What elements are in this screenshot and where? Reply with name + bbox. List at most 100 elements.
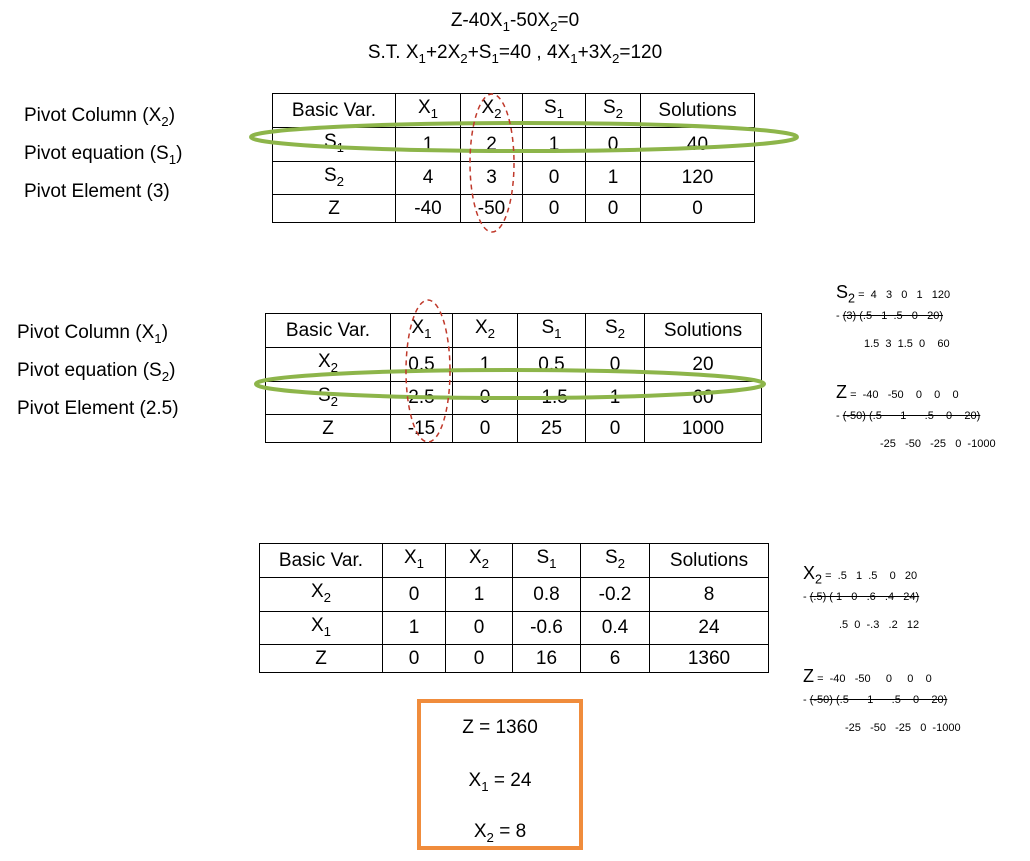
row-operation-note-s2: S2 = 4 3 0 1 120 - (3) (.5 1 .5 0 20) 1.… bbox=[836, 282, 1026, 357]
table-cell: 1 bbox=[452, 346, 518, 382]
table-header-cell: S2 bbox=[585, 93, 641, 128]
table-cell: 0.5 bbox=[517, 346, 586, 382]
table-cell: X2 bbox=[259, 576, 383, 612]
table-cell: X2 bbox=[265, 346, 391, 382]
table-cell: 20 bbox=[644, 346, 762, 382]
table-header-row: Basic Var. X1 X2 S1 S2 Solutions bbox=[272, 93, 755, 128]
table-cell: 0 bbox=[585, 126, 641, 162]
table-cell: -40 bbox=[395, 194, 461, 224]
result-x1: X1 = 24 bbox=[468, 770, 532, 794]
note-equals: = bbox=[858, 289, 865, 301]
table-cell: 0 bbox=[585, 414, 645, 444]
table-header-cell: S1 bbox=[512, 543, 581, 578]
table-header-cell: Solutions bbox=[640, 93, 755, 128]
table-cell: 2 bbox=[460, 126, 523, 162]
row-operation-note-z-1: Z = -40 -50 0 0 0 - (-50) (.5 1 .5 0 20)… bbox=[836, 382, 1026, 457]
table-header-cell: X1 bbox=[390, 313, 453, 348]
pivot-column-label: Pivot Column (X1) bbox=[17, 322, 169, 346]
table-cell: 6 bbox=[580, 644, 650, 674]
table-cell: 0 bbox=[522, 194, 586, 224]
note-equals: = bbox=[817, 673, 824, 685]
note-row-3: 1.5 3 1.5 0 60 bbox=[864, 338, 950, 350]
table-cell: S2 bbox=[272, 160, 396, 196]
table-cell: 0 bbox=[382, 576, 446, 612]
simplex-table-3: Basic Var. X1 X2 S1 S2 Solutions X2 0 1 … bbox=[259, 543, 769, 674]
table-header-cell: S2 bbox=[580, 543, 650, 578]
table-cell: 1 bbox=[585, 380, 645, 416]
iteration-2-labels: Pivot Column (X1) Pivot equation (S2) Pi… bbox=[17, 317, 179, 425]
table-header-cell: S1 bbox=[517, 313, 586, 348]
table-cell: 25 bbox=[517, 414, 586, 444]
note-variable: Z bbox=[836, 382, 847, 402]
table-header-cell: X2 bbox=[445, 543, 513, 578]
note-equals: = bbox=[825, 570, 832, 582]
simplex-table-1: Basic Var. X1 X2 S1 S2 Solutions S1 1 2 … bbox=[272, 93, 755, 224]
table-cell: 0 bbox=[585, 346, 645, 382]
table-row: X1 1 0 -0.6 0.4 24 bbox=[259, 610, 769, 646]
table-cell: 0 bbox=[452, 414, 518, 444]
table-cell: 1 bbox=[445, 576, 513, 612]
note-row-3: -25 -50 -25 0 -1000 bbox=[845, 722, 961, 734]
table-cell: 1 bbox=[382, 610, 446, 646]
note-row-1: 4 3 0 1 120 bbox=[870, 289, 951, 301]
table-cell: 4 bbox=[395, 160, 461, 196]
table-cell: 0 bbox=[522, 160, 586, 196]
note-row-2: (-50) (.5 1 .5 0 20) bbox=[842, 410, 981, 422]
table-cell: Z bbox=[272, 194, 396, 224]
table-header-cell: S1 bbox=[522, 93, 586, 128]
table-header-cell: Basic Var. bbox=[272, 93, 396, 128]
table-cell: Z bbox=[259, 644, 383, 674]
pivot-column-label: Pivot Column (X2) bbox=[24, 105, 176, 129]
table-cell: 0.4 bbox=[580, 610, 650, 646]
table-cell: 0 bbox=[452, 380, 518, 416]
table-row: S2 4 3 0 1 120 bbox=[272, 160, 755, 196]
table-cell: 0.8 bbox=[512, 576, 581, 612]
pivot-equation-label: Pivot equation (S1) bbox=[24, 142, 183, 167]
table-cell: S1 bbox=[272, 126, 396, 162]
table-header-cell: X2 bbox=[452, 313, 518, 348]
table-header-cell: Basic Var. bbox=[259, 543, 383, 578]
table-cell: 0 bbox=[382, 644, 446, 674]
table-header-row: Basic Var. X1 X2 S1 S2 Solutions bbox=[259, 543, 769, 578]
table-row: X2 0 1 0.8 -0.2 8 bbox=[259, 576, 769, 612]
table-cell: 1 bbox=[522, 126, 586, 162]
note-row-1: .5 1 .5 0 20 bbox=[837, 570, 918, 582]
result-z: Z = 1360 bbox=[462, 717, 538, 738]
table-header-cell: Solutions bbox=[644, 313, 762, 348]
table-cell: 1360 bbox=[649, 644, 769, 674]
note-variable: X2 bbox=[803, 563, 823, 587]
table-cell: -0.2 bbox=[580, 576, 650, 612]
note-row-2: (3) (.5 1 .5 0 20) bbox=[842, 310, 943, 322]
table-header-cell: Solutions bbox=[649, 543, 769, 578]
table-cell: 16 bbox=[512, 644, 581, 674]
pivot-element-label: Pivot Element (3) bbox=[24, 180, 170, 202]
table-cell: 2.5 bbox=[390, 380, 453, 416]
note-row-1: -40 -50 0 0 0 bbox=[829, 673, 932, 685]
table-cell: 1 bbox=[585, 160, 641, 196]
table-row: S1 1 2 1 0 40 bbox=[272, 126, 755, 162]
table-cell: -15 bbox=[390, 414, 453, 444]
note-variable: S2 bbox=[836, 282, 856, 306]
table-header-cell: Basic Var. bbox=[265, 313, 391, 348]
row-operation-note-z-2: Z = -40 -50 0 0 0 - (-50) (.5 1 .5 0 20)… bbox=[803, 666, 1003, 741]
table-cell: S2 bbox=[265, 380, 391, 416]
table-cell: 0 bbox=[445, 610, 513, 646]
table-cell: 40 bbox=[640, 126, 755, 162]
note-minus: - bbox=[836, 310, 843, 322]
table-cell: 0 bbox=[445, 644, 513, 674]
table-header-row: Basic Var. X1 X2 S1 S2 Solutions bbox=[265, 313, 762, 348]
table-header-cell: S2 bbox=[585, 313, 645, 348]
table-row: Z -40 -50 0 0 0 bbox=[272, 194, 755, 224]
table-cell: Z bbox=[265, 414, 391, 444]
table-cell: 3 bbox=[460, 160, 523, 196]
table-header-cell: X1 bbox=[382, 543, 446, 578]
result-x2: X2 = 8 bbox=[473, 821, 527, 845]
constraint-equations: S.T. X1+2X2+S1=40 , 4X1+3X2=120 bbox=[367, 42, 663, 66]
note-row-2: (.5) ( 1 0 .6 .4 24) bbox=[809, 591, 920, 603]
note-minus: - bbox=[803, 591, 810, 603]
table-cell: 120 bbox=[640, 160, 755, 196]
note-row-3: .5 0 -.3 .2 12 bbox=[839, 619, 920, 631]
row-operation-note-x2: X2 = .5 1 .5 0 20 - (.5) ( 1 0 .6 .4 24)… bbox=[803, 563, 1003, 638]
pivot-element-label: Pivot Element (2.5) bbox=[17, 397, 179, 419]
table-cell: 1000 bbox=[644, 414, 762, 444]
